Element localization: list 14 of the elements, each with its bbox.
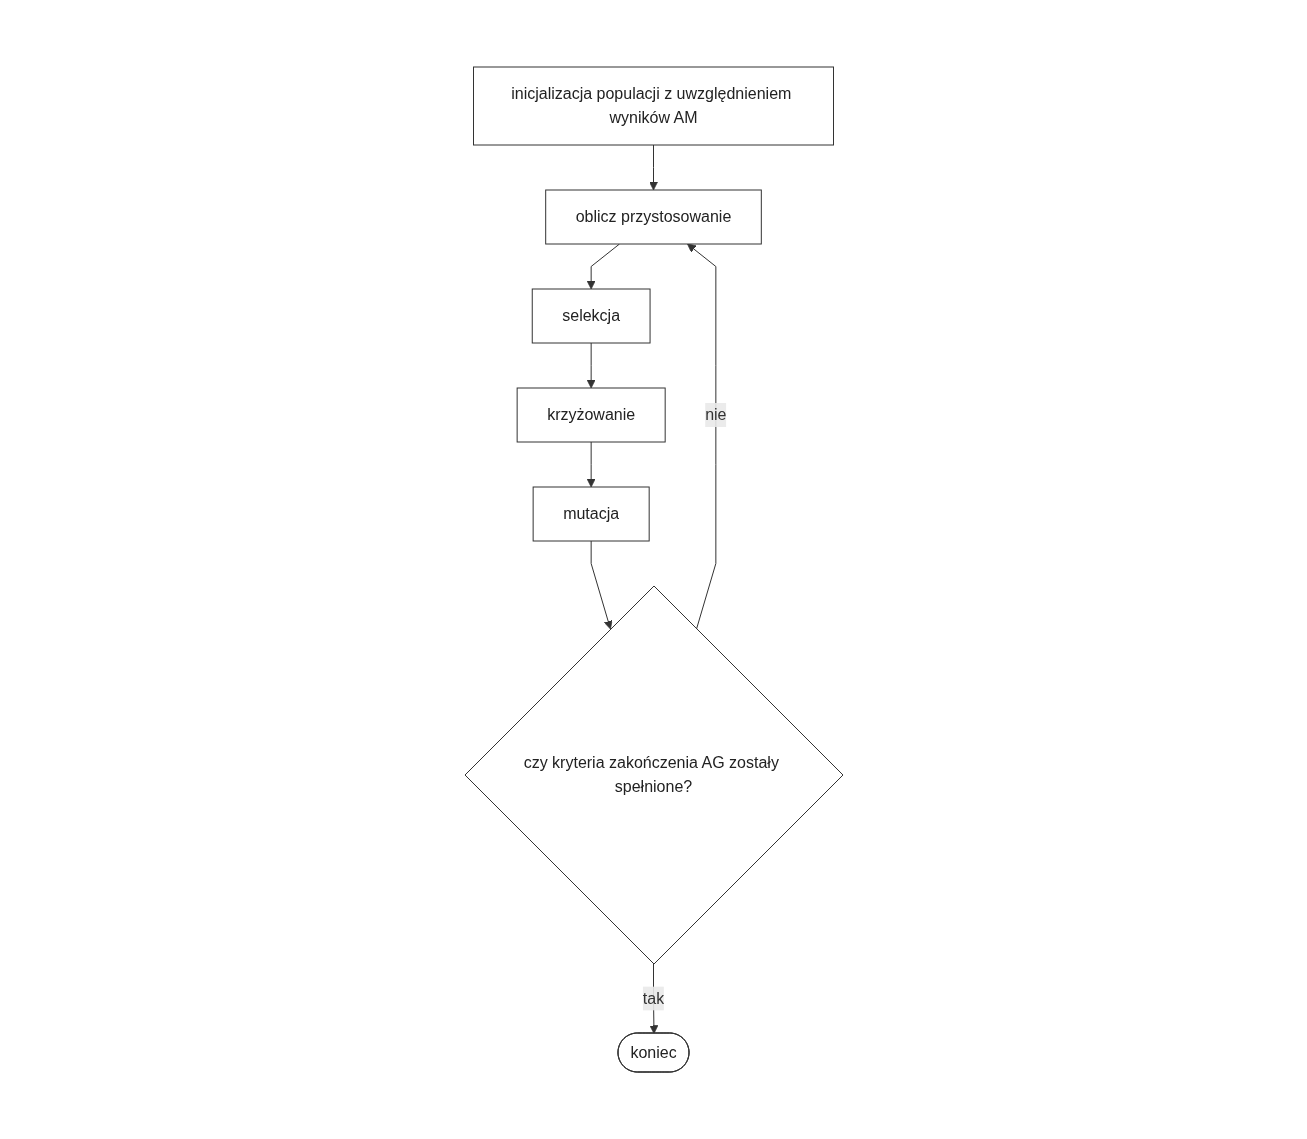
arrow <box>686 243 716 630</box>
node-box: inicjalizacja populacji z uwzględnieniem wyników AM <box>472 66 834 146</box>
node-box: selekcja <box>531 288 651 344</box>
node-box: krzyżowanie <box>516 387 666 443</box>
node-diamond: czy kryteria zakończenia AG zostały spełnione? <box>464 585 843 965</box>
arrow <box>590 540 612 630</box>
arrow <box>586 441 596 488</box>
edge-label: nie <box>704 406 727 423</box>
arrow <box>586 342 596 389</box>
node-box: oblicz przystosowanie <box>544 189 762 245</box>
arrow <box>648 144 658 191</box>
edge-label: tak <box>642 989 664 1007</box>
arrow <box>586 243 620 290</box>
node-box: mutacja <box>532 486 650 542</box>
